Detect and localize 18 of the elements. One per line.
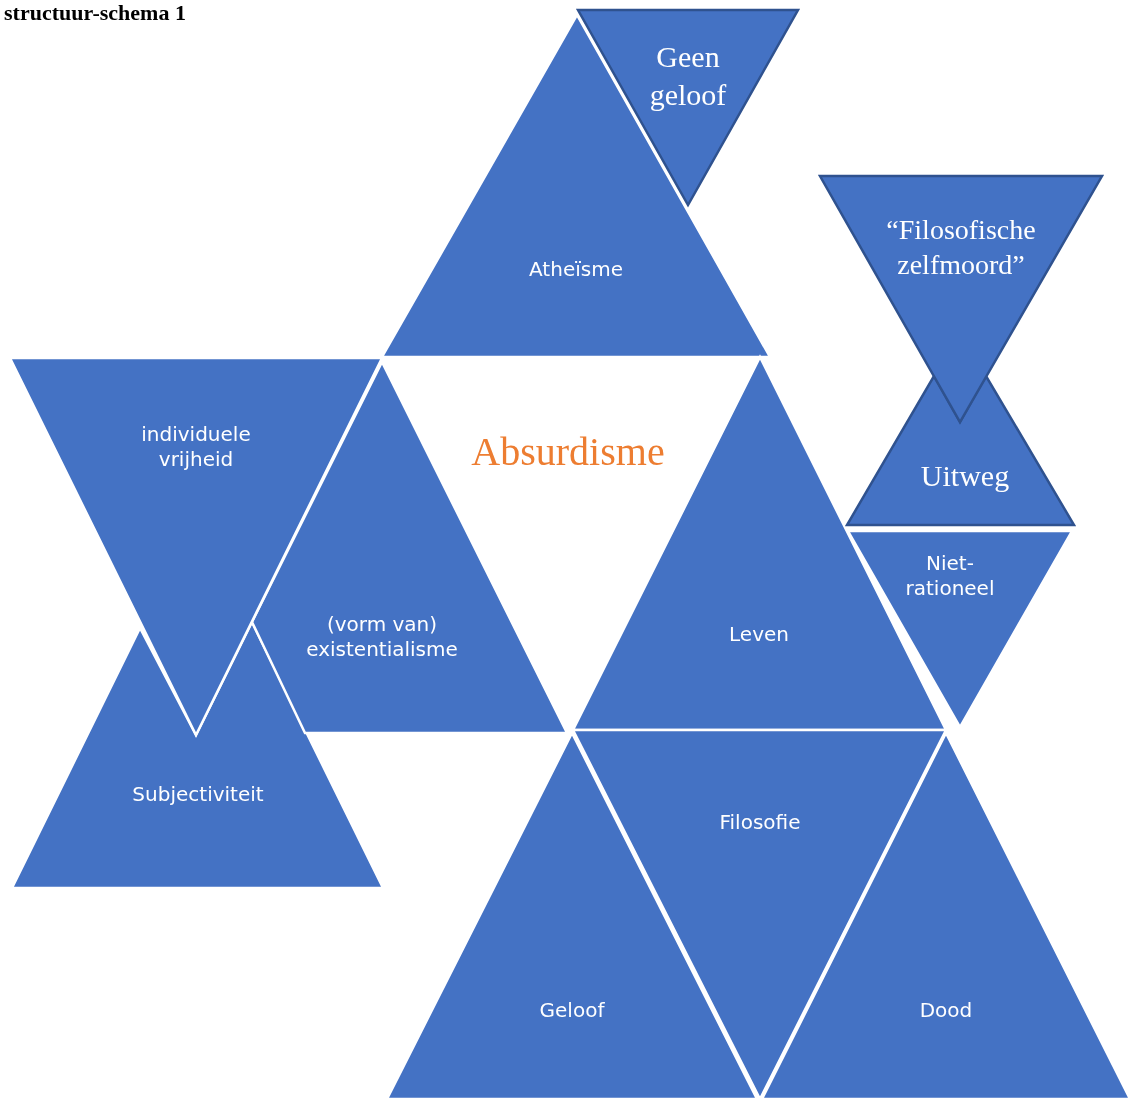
down-triangle — [820, 176, 1102, 422]
title: structuur-schema 1 — [4, 0, 186, 26]
triangle-label: Leven — [728, 622, 790, 647]
triangle-label: Niet-rationeel — [904, 551, 996, 601]
triangle-label: Uitweg — [919, 458, 1011, 494]
center-heading: Absurdisme — [470, 428, 666, 475]
triangle-label: individuele vrijheid — [140, 422, 252, 472]
triangle-label: Atheïsme — [528, 257, 624, 282]
down-triangle — [848, 531, 1072, 727]
triangle-label: Filosofie — [718, 810, 802, 835]
triangle-label: Geen geloof — [648, 39, 728, 113]
down-triangle — [578, 10, 798, 205]
triangle-label: (vorm van) existentialisme — [305, 612, 459, 662]
triangle-label: Subjectiviteit — [131, 782, 265, 807]
triangle-label: “Filosofische zelfmoord” — [885, 213, 1037, 282]
up-triangle — [847, 376, 1074, 525]
triangle-label: Dood — [918, 998, 974, 1023]
triangle-label: Geloof — [538, 998, 606, 1023]
